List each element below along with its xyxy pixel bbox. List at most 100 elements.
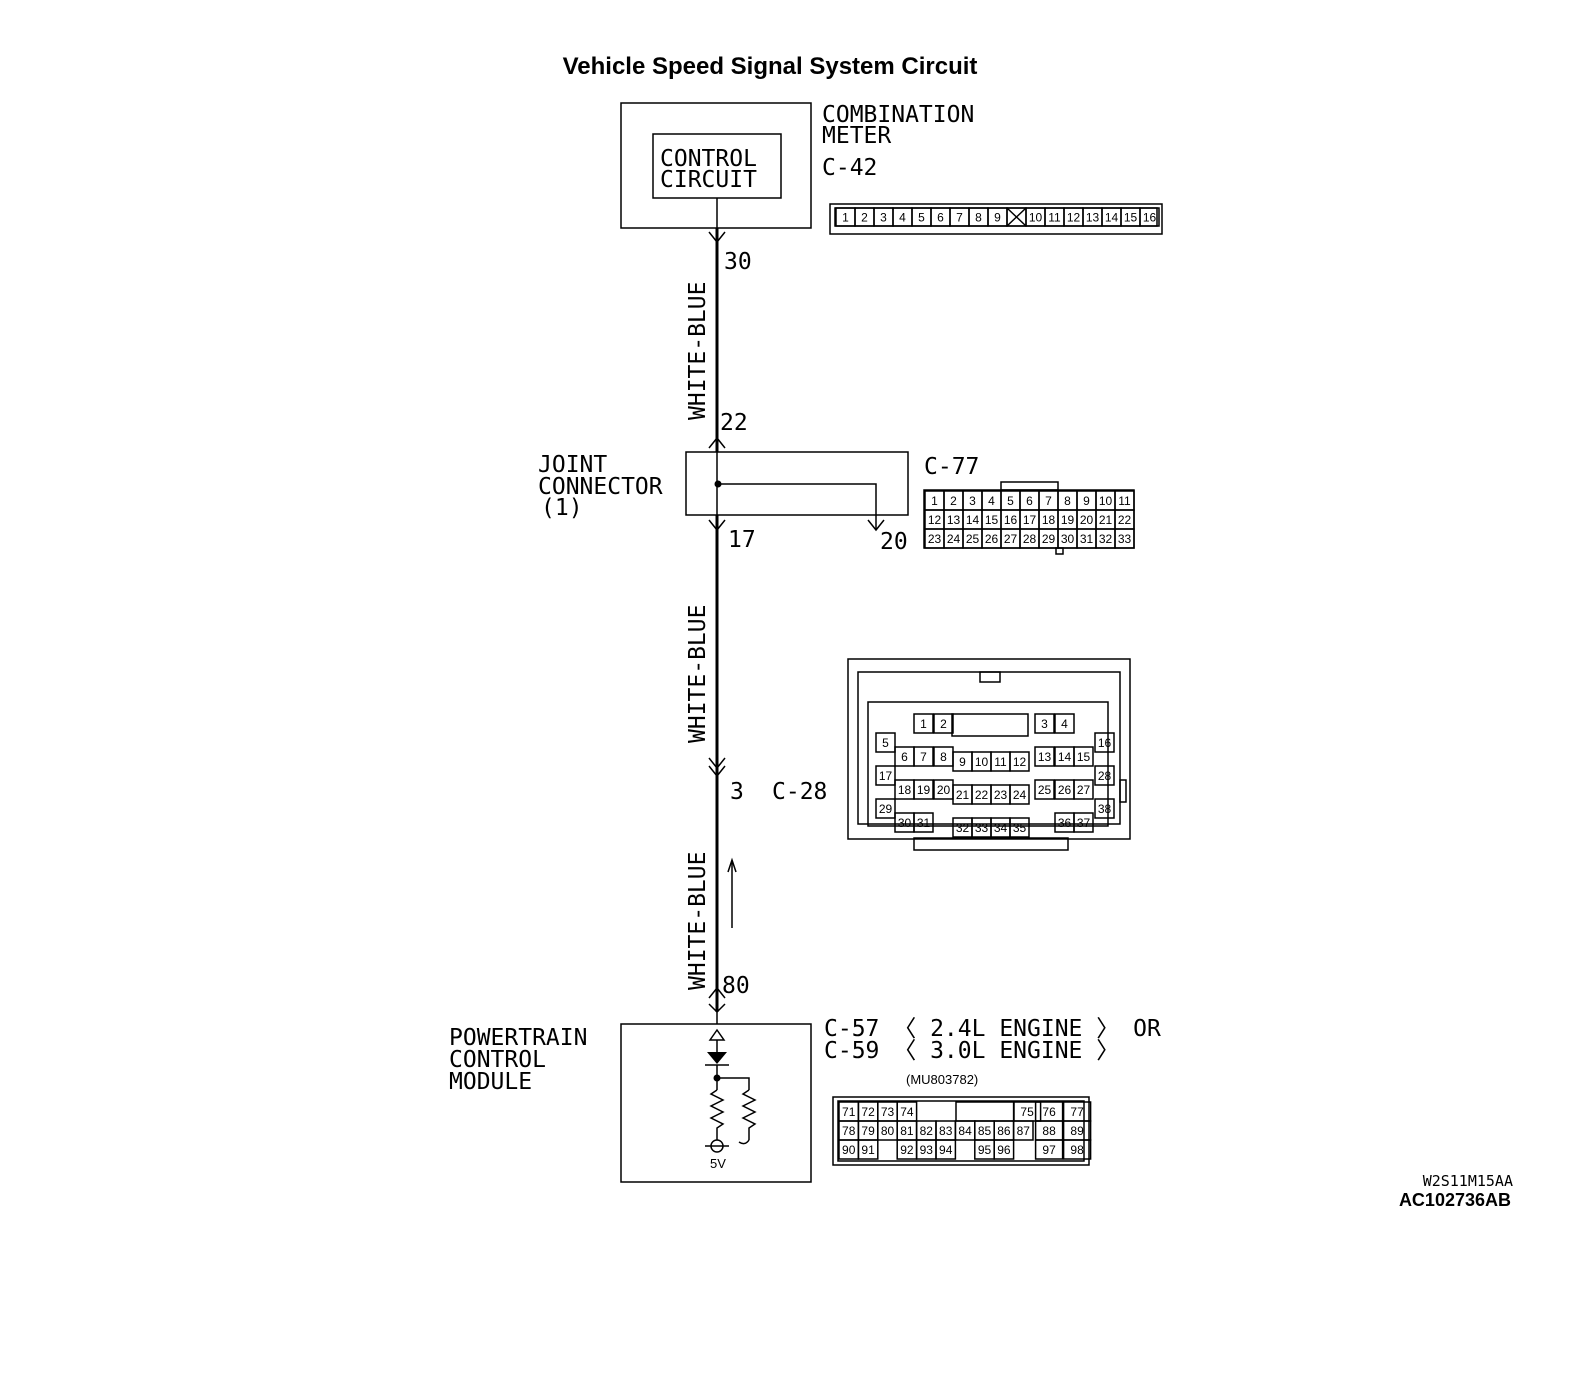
c42-pin-14: 14 xyxy=(1105,211,1119,225)
diagram-title: Vehicle Speed Signal System Circuit xyxy=(563,53,978,80)
pcm-pin-80: 80 xyxy=(881,1124,895,1138)
c28-pin-19: 19 xyxy=(917,783,931,797)
c28-pin-12-cell xyxy=(1009,751,1030,772)
terminal-3: 3 xyxy=(730,779,744,805)
c77-pin-33-cell xyxy=(1114,528,1135,549)
terminal-22: 22 xyxy=(720,410,748,436)
pcm-pin-96: 96 xyxy=(997,1143,1011,1157)
pcm-pin-89: 89 xyxy=(1070,1124,1084,1138)
c77-pin-11: 11 xyxy=(1118,494,1131,508)
c42-pin-16-cell xyxy=(1139,207,1160,227)
c77-pin-24: 24 xyxy=(947,532,961,546)
combination-meter-label-1: COMBINATION xyxy=(822,102,974,128)
connector-c77-label: C-77 xyxy=(924,454,979,480)
pcm-pin-95: 95 xyxy=(978,1143,992,1157)
c28-pin-10: 10 xyxy=(975,755,989,769)
c77-pin-9: 9 xyxy=(1083,494,1090,508)
c28-pin-19-cell xyxy=(913,779,934,800)
c28-pin-4-cell xyxy=(1054,713,1075,734)
pcm-pin-71: 71 xyxy=(842,1105,856,1119)
c42-blank-mark xyxy=(1006,207,1027,227)
c42-pin-6: 6 xyxy=(937,211,944,225)
pcm-pin-86: 86 xyxy=(997,1124,1011,1138)
terminal-30: 30 xyxy=(724,249,752,275)
pcm-pin-91-cell xyxy=(857,1139,879,1160)
c28-pin-33: 33 xyxy=(975,821,989,835)
c77-pin-21: 21 xyxy=(1099,513,1113,527)
c28-pin-29: 29 xyxy=(879,802,893,816)
c28-pin-38-cell xyxy=(1094,798,1115,819)
c28-pin-16: 16 xyxy=(1098,736,1112,750)
joint-connector-label-3: (1) xyxy=(541,495,583,521)
c28-pin-22: 22 xyxy=(975,788,989,802)
pcm-pin-88: 88 xyxy=(1042,1124,1056,1138)
c42-pin-9: 9 xyxy=(994,211,1001,225)
pcm-pin-73: 73 xyxy=(881,1105,895,1119)
c77-pin-18: 18 xyxy=(1042,513,1056,527)
c28-pin-20: 20 xyxy=(937,783,951,797)
joint-connector-label-1: JOINT xyxy=(538,452,607,478)
c28-pin-1: 1 xyxy=(920,717,927,731)
c28-pin-5-cell xyxy=(875,732,896,753)
c28-pin-7-cell xyxy=(913,746,934,767)
c42-pin-1: 1 xyxy=(842,211,849,225)
control-circuit-label-1: CONTROL xyxy=(660,146,757,172)
c28-pin-3-cell xyxy=(1034,713,1055,734)
c77-pin-3: 3 xyxy=(969,494,976,508)
c42-pin-4: 4 xyxy=(899,211,906,225)
c77-pin-32: 32 xyxy=(1099,532,1113,546)
pcm-pin-97-cell xyxy=(1034,1139,1064,1160)
c28-pin-15-cell xyxy=(1073,746,1094,767)
c28-pin-31-cell xyxy=(913,812,934,833)
c28-pin-13: 13 xyxy=(1038,750,1052,764)
c28-pin-8: 8 xyxy=(940,750,947,764)
c28-pin-12: 12 xyxy=(1013,755,1027,769)
c28-pin-5: 5 xyxy=(882,736,889,750)
joint-connector: 20 JOINT CONNECTOR (1) C-77 xyxy=(538,451,979,555)
c28-pin-9: 9 xyxy=(959,755,966,769)
c28-pin-24: 24 xyxy=(1013,788,1027,802)
c28-pin-14: 14 xyxy=(1058,750,1072,764)
connector-c42-label: C-42 xyxy=(822,155,877,181)
c28-pin-16-cell xyxy=(1094,732,1115,753)
c77-pin-27: 27 xyxy=(1004,532,1018,546)
pcm-label-2: CONTROL xyxy=(449,1047,546,1073)
c28-pin-24-cell xyxy=(1009,784,1030,805)
c77-pin-30: 30 xyxy=(1061,532,1075,546)
pcm-pin-91: 91 xyxy=(861,1143,875,1157)
powertrain-control-module: 5V POWERTRAIN CONTROL MODULE C-57 〈 2.4L… xyxy=(449,1012,1161,1183)
c28-pin-27-cell xyxy=(1073,779,1094,800)
joint-connector-label-2: CONNECTOR xyxy=(538,474,663,500)
pcm-pin-93: 93 xyxy=(920,1143,934,1157)
c77-pin-28: 28 xyxy=(1023,532,1037,546)
c42-pin-12: 12 xyxy=(1067,211,1081,225)
c42-pin-13: 13 xyxy=(1086,211,1100,225)
c28-pin-37-cell xyxy=(1073,812,1094,833)
c28-pin-17: 17 xyxy=(879,769,893,783)
c28-pin-26: 26 xyxy=(1058,783,1072,797)
c28-pin-36: 36 xyxy=(1058,816,1072,830)
c28-pin-25: 25 xyxy=(1038,783,1052,797)
terminal-20: 20 xyxy=(880,529,908,555)
c28-pin-34: 34 xyxy=(994,821,1008,835)
c28-pin-35-cell xyxy=(1009,817,1030,838)
pcm-connector-label-2: C-59 〈 3.0L ENGINE 〉 xyxy=(824,1038,1119,1064)
pcm-pin-87-cell xyxy=(1012,1120,1034,1141)
pcm-pin-92: 92 xyxy=(900,1143,914,1157)
pcm-pin-84: 84 xyxy=(958,1124,972,1138)
pcm-pin-78: 78 xyxy=(842,1124,856,1138)
c28-pin-15: 15 xyxy=(1077,750,1091,764)
c28-pin-2-cell xyxy=(933,713,954,734)
c77-pin-16: 16 xyxy=(1004,513,1018,527)
pcm-pin-98: 98 xyxy=(1070,1143,1084,1157)
terminal-80: 80 xyxy=(722,973,750,999)
c77-pin-17: 17 xyxy=(1023,513,1037,527)
wire-color-seg3: WHITE-BLUE xyxy=(685,852,711,990)
reference-code-1: W2S11M15AA xyxy=(1423,1172,1513,1190)
c42-pin-3: 3 xyxy=(880,211,887,225)
connector-c28-label: C-28 xyxy=(772,779,827,805)
c77-pin-23: 23 xyxy=(928,532,942,546)
c77-pin-12: 12 xyxy=(928,513,942,527)
c42-pin-11: 11 xyxy=(1048,211,1061,225)
